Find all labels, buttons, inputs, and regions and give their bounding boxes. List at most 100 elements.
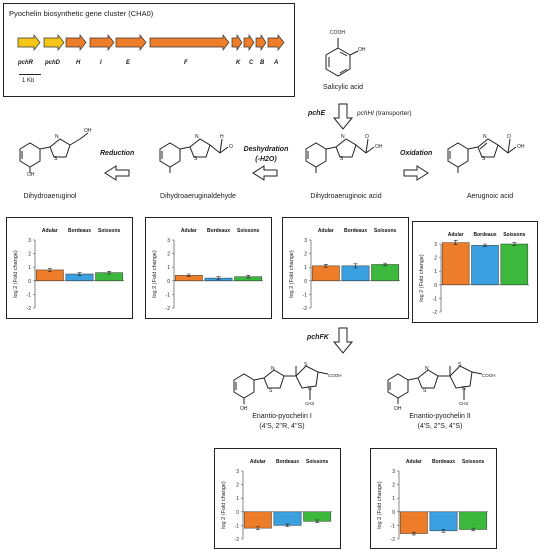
- legend-label-bordeaux: Bordeaux: [276, 459, 299, 465]
- legend-label-bordeaux: Bordeaux: [432, 459, 455, 465]
- y-axis-label: log 2 (Fold change): [13, 250, 19, 298]
- dhol-n: N: [55, 134, 59, 140]
- y-tick-label: -1: [391, 523, 396, 529]
- error-bar-soissons: [246, 275, 251, 279]
- legend-label-soissons: Soissons: [374, 228, 396, 234]
- gene-label-c: C: [249, 60, 254, 66]
- scale-bar: [19, 74, 41, 75]
- pche-label: pchE: [308, 110, 326, 117]
- dhal-n: N: [195, 134, 199, 140]
- ep1-s2: S: [304, 362, 308, 368]
- legend-label-soissons: Soissons: [237, 228, 259, 234]
- y-tick-label: 3: [236, 469, 239, 475]
- y-tick-label: 3: [392, 469, 395, 475]
- error-bar-bordeaux: [285, 523, 290, 528]
- bar-bordeaux: [273, 511, 302, 526]
- gene-label-k: K: [236, 60, 241, 66]
- legend-label-bordeaux: Bordeaux: [473, 232, 496, 238]
- salicylic-cooh-label: COOH: [330, 30, 345, 36]
- enantio-pyochelin-i-name: Enantio-pyochelin I: [252, 413, 312, 420]
- gene-label-pchd: pchD: [45, 60, 60, 66]
- dhol-s: S: [54, 156, 58, 162]
- legend-label-soissons: Soissons: [306, 459, 328, 465]
- enantio-pyochelin-ii-structure: [387, 365, 483, 404]
- error-bar-adular: [323, 264, 328, 268]
- gene-arrow-a: [267, 34, 285, 51]
- y-axis-label: log 2 (Fold change): [152, 250, 158, 298]
- error-bar-bordeaux: [353, 263, 358, 269]
- ep1-oh: OH: [240, 406, 248, 412]
- dhol-ph-oh: OH: [27, 172, 35, 178]
- legend-label-adular: Adular: [42, 228, 58, 234]
- y-tick-label: -1: [166, 292, 171, 298]
- y-axis-label: log 2 (Fold change): [377, 481, 383, 529]
- error-bar-soissons: [512, 242, 517, 246]
- dihydroaeruginaldehyde-name: Dihydroaeruginaldehyde: [160, 193, 236, 200]
- left-arrow-reduction: [104, 165, 130, 181]
- bar-soissons: [371, 264, 400, 282]
- gene-cluster-box: Pyochelin biosynthetic gene cluster (CHA…: [3, 3, 295, 97]
- legend-label-soissons: Soissons: [503, 232, 525, 238]
- y-tick-label: -1: [433, 296, 438, 302]
- y-tick-label: 0: [236, 510, 239, 516]
- gene-label-pchr: pchR: [18, 60, 33, 66]
- ep2-ch3: CH3: [459, 401, 469, 406]
- bar-bordeaux: [429, 511, 458, 532]
- ep2-s2: S: [458, 362, 462, 368]
- pchhi-note: (transporter): [373, 110, 412, 117]
- gene-label-h: H: [76, 60, 81, 66]
- error-bar-bordeaux: [483, 243, 487, 248]
- y-tick-label: 2: [304, 252, 307, 258]
- gene-arrow-c: [243, 33, 255, 52]
- gene-arrows: [17, 33, 285, 52]
- right-arrow-oxidation: [403, 165, 429, 181]
- dihydroaeruginaldehyde-structure: [159, 138, 229, 173]
- y-tick-label: 2: [167, 252, 170, 258]
- dihydroaeruginol-structure: [19, 132, 89, 173]
- legend-label-adular: Adular: [406, 459, 422, 465]
- ep1-s: S: [269, 388, 273, 394]
- scale-label: 1 Kb: [22, 78, 35, 84]
- ep2-s: S: [423, 388, 427, 394]
- gene-label-a: A: [274, 60, 279, 66]
- dihydroaeruginoic-acid-name: Dihydroaeruginoic acid: [310, 193, 382, 200]
- gene-arrow-i: [89, 34, 115, 51]
- legend-label-bordeaux: Bordeaux: [68, 228, 91, 234]
- pchhi-gene: pchHI: [357, 110, 374, 117]
- enantio-pyochelin-ii-stereo: (4'S, 2''S, 4''S): [417, 423, 463, 430]
- y-tick-label: 2: [392, 483, 395, 489]
- dhal-s: S: [194, 156, 198, 162]
- ep2-cooh: COOH: [482, 373, 496, 378]
- y-tick-label: 1: [167, 265, 170, 271]
- error-bar-adular: [47, 268, 52, 272]
- aer-n: N: [483, 134, 487, 140]
- dihydroaeruginol-name: Dihydroaeruginol: [23, 193, 77, 200]
- ep1-n2: N: [308, 386, 312, 392]
- deshydration-label: Deshydration: [243, 146, 289, 153]
- down-arrow-pchfk: [332, 327, 354, 354]
- legend-label-adular: Adular: [250, 459, 266, 465]
- y-axis-label: log 2 (Fold change): [221, 481, 227, 529]
- dhal-o: O: [229, 144, 233, 150]
- legend-label-adular: Adular: [181, 228, 197, 234]
- dha-s: S: [340, 156, 344, 162]
- y-tick-label: -2: [235, 537, 240, 543]
- y-tick-label: 0: [28, 279, 31, 285]
- dihydroaeruginoic-acid-structure: [305, 138, 375, 173]
- gene-arrow-b: [255, 33, 267, 52]
- bar-adular: [399, 511, 428, 534]
- salicylic-acid-structure: [325, 38, 359, 77]
- legend-label-bordeaux: Bordeaux: [344, 228, 367, 234]
- y-tick-label: 0: [304, 279, 307, 285]
- y-tick-label: -1: [303, 292, 308, 298]
- y-tick-label: 1: [236, 496, 239, 502]
- bar-adular: [243, 511, 272, 529]
- legend-label-adular: Adular: [448, 232, 464, 238]
- error-bar-adular: [186, 273, 191, 278]
- dhol-oh: OH: [84, 128, 92, 134]
- ep2-n2: N: [462, 386, 466, 392]
